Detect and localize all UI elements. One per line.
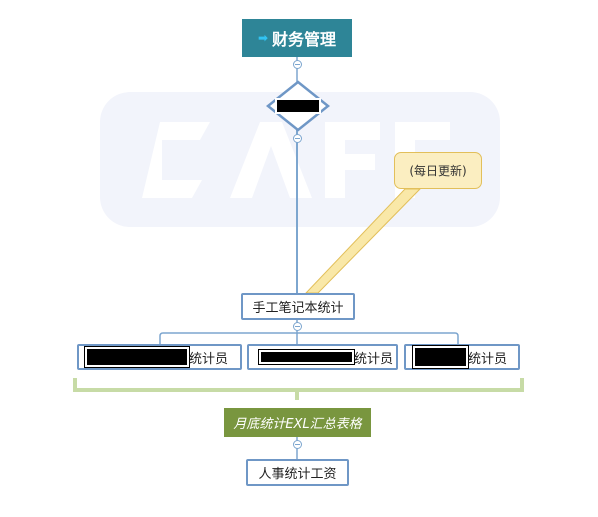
redacted-name-1 xyxy=(84,346,190,368)
manual-notebook-node[interactable]: 手工笔记本统计 xyxy=(241,293,355,320)
monthly-summary-node[interactable]: 月底统计EXL汇总表格 xyxy=(224,408,371,437)
root-node-label: 财务管理 xyxy=(272,30,337,49)
collapse-toggle-root[interactable] xyxy=(293,60,302,69)
arrow-right-icon: ➡ xyxy=(257,31,269,45)
root-node-finance[interactable]: ➡ 财务管理 xyxy=(242,19,352,57)
monthly-summary-label: 月底统计EXL汇总表格 xyxy=(233,417,362,432)
hr-payroll-label: 人事统计工资 xyxy=(258,467,337,482)
collapse-toggle-manual[interactable] xyxy=(293,322,302,331)
statistician-label-2: 统计员 xyxy=(354,351,394,367)
statistician-label-1: 统计员 xyxy=(189,351,229,367)
statistician-node-3[interactable]: 统计员 xyxy=(404,344,520,370)
note-callout[interactable]: (每日更新) xyxy=(394,152,482,189)
collapse-toggle-monthly[interactable] xyxy=(293,440,302,449)
statistician-node-1[interactable]: 统计员 xyxy=(77,344,242,370)
note-label: (每日更新) xyxy=(409,164,467,178)
statistician-node-2[interactable]: 统计员 xyxy=(247,344,398,370)
collapse-toggle-decision[interactable] xyxy=(293,134,302,143)
decision-diamond[interactable] xyxy=(266,80,330,132)
decision-label xyxy=(296,98,297,99)
hr-payroll-node[interactable]: 人事统计工资 xyxy=(246,459,349,486)
redacted-name-3 xyxy=(412,345,469,369)
manual-notebook-label: 手工笔记本统计 xyxy=(252,301,344,316)
statistician-label-3: 统计员 xyxy=(468,351,508,367)
redacted-name-2 xyxy=(258,349,355,365)
